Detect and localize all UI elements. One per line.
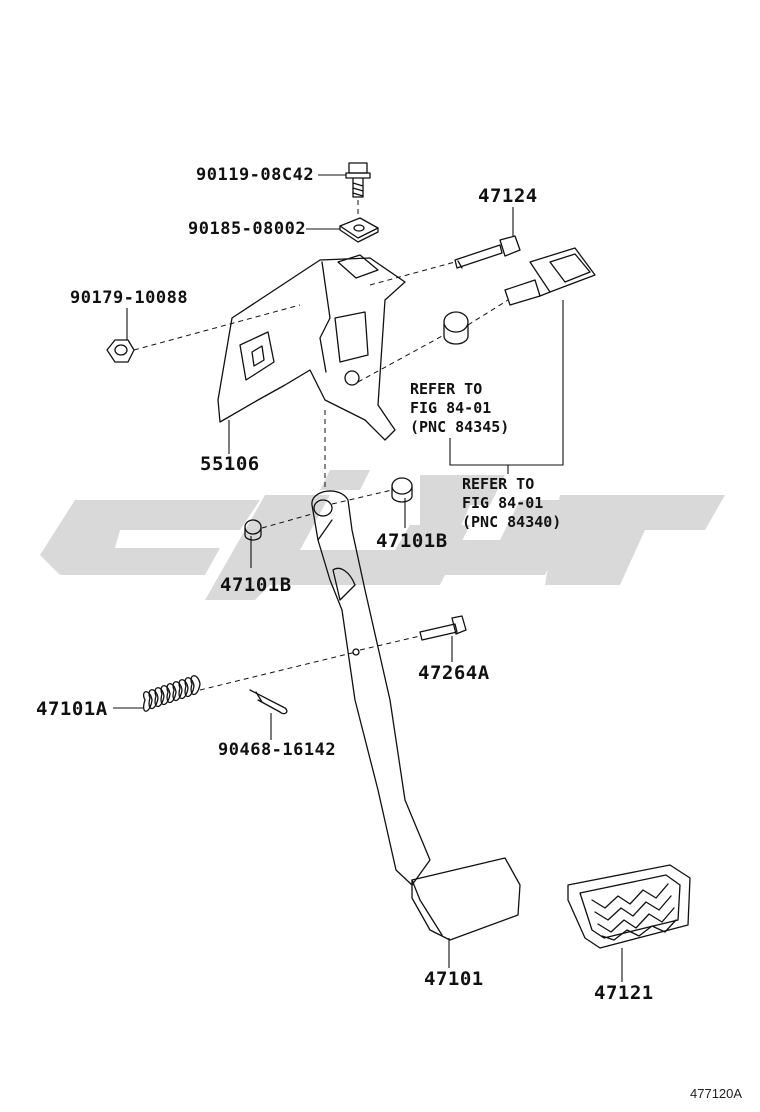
pedal-pad-arm-drawing bbox=[411, 857, 521, 941]
switch-drawing bbox=[504, 247, 596, 306]
part-label-bolt: 90119-08C42 bbox=[196, 165, 315, 185]
bracket-drawing bbox=[217, 254, 406, 441]
washer-drawing bbox=[339, 217, 379, 243]
clip-drawing bbox=[249, 689, 288, 715]
part-label-bracket: 55106 bbox=[200, 453, 260, 475]
note-upper-line1: REFER TO bbox=[410, 380, 483, 398]
watermark-logo bbox=[40, 470, 725, 600]
note-lower-line3: (PNC 84340) bbox=[462, 513, 562, 531]
pedal-pad-drawing bbox=[567, 864, 691, 949]
nut-drawing bbox=[106, 339, 135, 363]
part-label-pedal-pad: 47121 bbox=[594, 982, 654, 1004]
note-upper-line3: (PNC 84345) bbox=[410, 418, 510, 436]
part-label-spring: 47101A bbox=[36, 698, 108, 720]
part-label-bushing-right: 47101B bbox=[376, 530, 448, 552]
pedal-arm-drawing bbox=[311, 490, 431, 886]
bolt-drawing bbox=[345, 162, 371, 198]
part-label-pin-47124: 47124 bbox=[478, 185, 538, 207]
pin-drawing bbox=[454, 235, 521, 269]
part-label-pedal: 47101 bbox=[424, 968, 484, 990]
bushing-left-drawing bbox=[244, 519, 262, 541]
part-label-nut: 90179-10088 bbox=[70, 288, 189, 308]
assembly-lines bbox=[133, 200, 509, 691]
reference-note-lower: REFER TO FIG 84-01 (PNC 84340) bbox=[462, 475, 561, 532]
part-label-washer: 90185-08002 bbox=[188, 219, 307, 239]
bushing-upper-drawing bbox=[443, 311, 469, 345]
clevis-pin-drawing bbox=[419, 615, 467, 641]
part-label-clevis-pin: 47264A bbox=[418, 662, 490, 684]
note-upper-line2: FIG 84-01 bbox=[410, 399, 492, 417]
figure-code: 477120A bbox=[690, 1086, 743, 1101]
part-label-clip: 90468-16142 bbox=[218, 740, 337, 760]
leader-lines bbox=[113, 174, 623, 982]
reference-note-upper: REFER TO FIG 84-01 (PNC 84345) bbox=[410, 380, 509, 437]
note-lower-line1: REFER TO bbox=[462, 475, 535, 493]
part-label-bushing-left: 47101B bbox=[220, 574, 292, 596]
spring-drawing bbox=[143, 675, 201, 712]
note-lower-line2: FIG 84-01 bbox=[462, 494, 544, 512]
bushing-right-drawing bbox=[391, 477, 413, 503]
